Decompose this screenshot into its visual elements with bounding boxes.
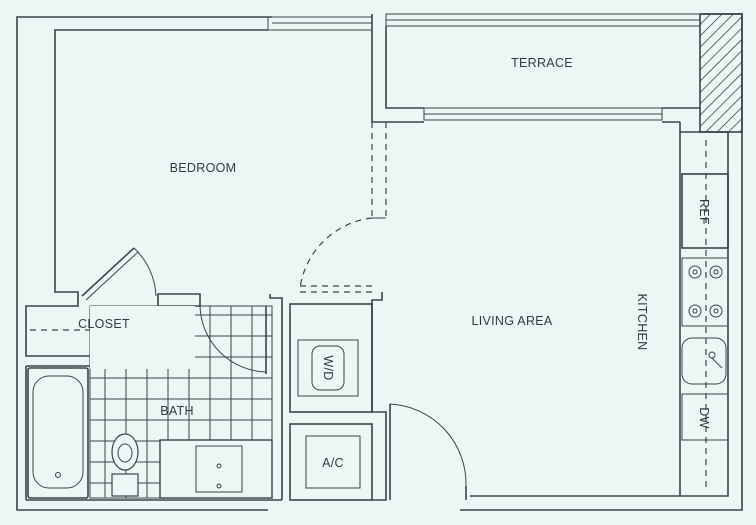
structural-column xyxy=(699,13,743,133)
kitchen-label: KITCHEN xyxy=(635,294,649,351)
closet-label: CLOSET xyxy=(78,317,130,331)
living-area-label: LIVING AREA xyxy=(471,314,552,328)
terrace-area xyxy=(267,13,701,132)
refrigerator-label: REF xyxy=(697,199,711,225)
dishwasher-label: DW xyxy=(697,407,711,428)
kitchen-area xyxy=(681,140,729,490)
utility-closets xyxy=(289,292,467,501)
terrace-label: TERRACE xyxy=(511,56,573,70)
bath-label: BATH xyxy=(160,404,194,418)
ac-label: A/C xyxy=(322,456,344,470)
bedroom-living-divider xyxy=(299,122,387,293)
bath-area xyxy=(25,293,283,501)
bedroom-label: BEDROOM xyxy=(170,161,237,175)
washer-dryer-label: W/D xyxy=(321,355,335,380)
